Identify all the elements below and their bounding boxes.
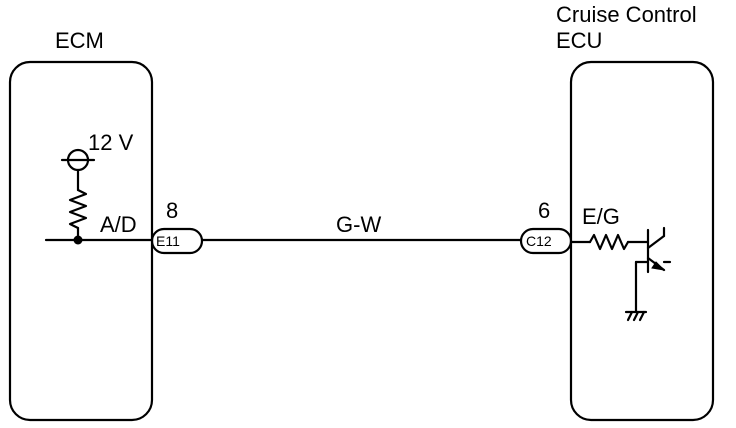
ecu-title-line2: ECU [556, 28, 602, 53]
right-connector-id: C12 [526, 233, 552, 249]
ground-icon [624, 310, 648, 322]
ecm-pullup-resistor-icon [68, 188, 88, 230]
ecm-supply-voltage: 12 V [88, 130, 134, 155]
left-connector-pin: 8 [166, 198, 178, 223]
wire-color-code: G-W [336, 212, 381, 237]
ecu-title-line1: Cruise Control [556, 2, 697, 27]
ecm-title: ECM [55, 28, 104, 53]
ecu-transistor-icon [646, 226, 672, 274]
ecm-signal-label: A/D [100, 212, 137, 237]
ecm-junction-dot [73, 235, 83, 245]
left-connector-id: E11 [156, 233, 180, 249]
ecu-signal-label: E/G [582, 204, 620, 229]
right-connector-pin: 6 [538, 198, 550, 223]
ecu-input-resistor-icon [588, 233, 630, 251]
